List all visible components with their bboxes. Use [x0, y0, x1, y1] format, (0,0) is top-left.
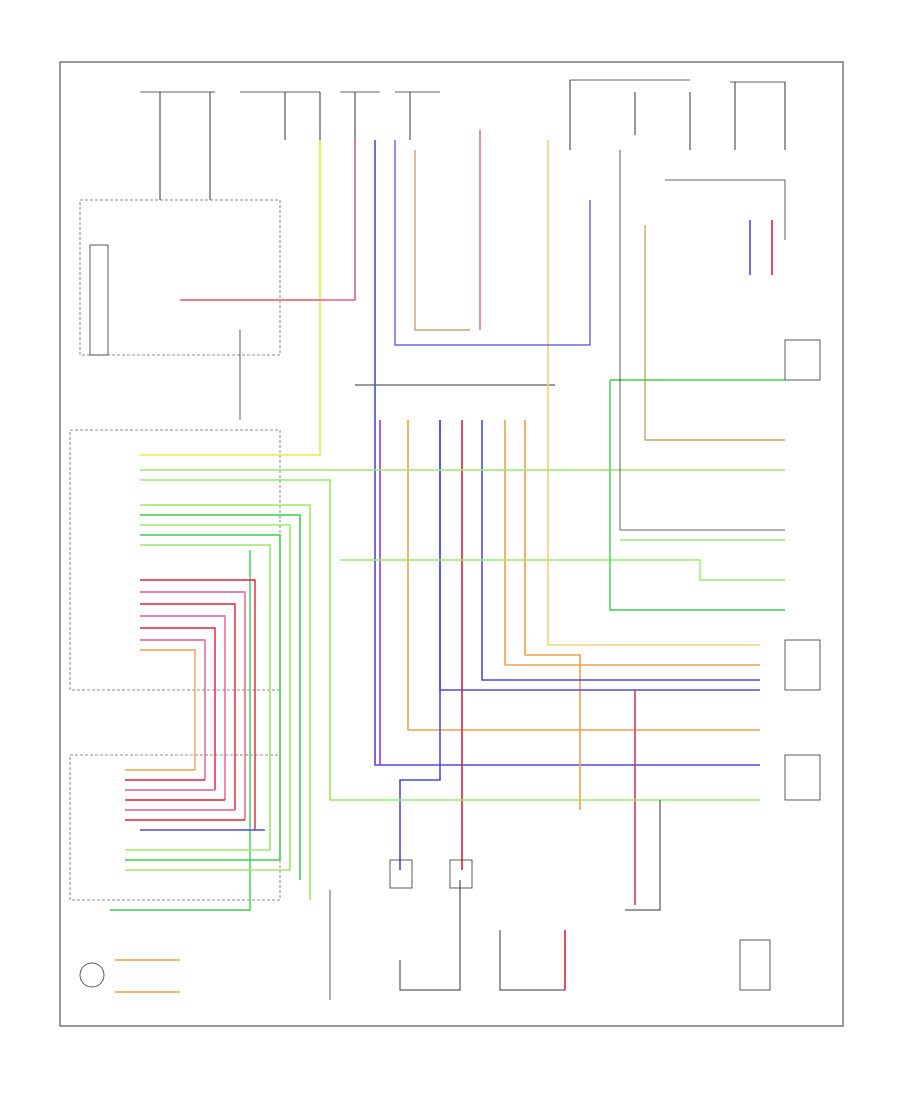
top-fuse-block-3	[340, 91, 380, 140]
wire-green-10	[609, 380, 785, 611]
right-connector-top	[784, 339, 821, 381]
washer-switch	[739, 939, 771, 991]
left-control-unit	[79, 199, 281, 356]
wire-green-12	[110, 550, 251, 911]
wire-green-3	[140, 504, 311, 900]
wire-tan-1	[547, 140, 760, 646]
wire-green-2	[140, 479, 760, 801]
lower-control-module	[69, 754, 281, 901]
diagram-frame	[59, 61, 844, 1027]
wire-green-6	[140, 534, 281, 860]
wire-orange-3	[504, 420, 760, 666]
body-control-module	[69, 429, 281, 691]
bottom-loop	[399, 880, 461, 991]
right-bus	[619, 150, 785, 531]
top-fuse-block-4	[395, 91, 440, 140]
wire-orange-bundle	[140, 649, 196, 770]
wire-pink-bundle-3	[140, 639, 206, 780]
bottom-loop-2	[499, 930, 565, 991]
wire-yellow-1	[180, 140, 321, 301]
front-wiper-motor	[389, 859, 413, 889]
wire-pink-top	[180, 140, 356, 301]
wire-blue-bottom	[399, 420, 441, 870]
wire-red-bundle-1	[140, 579, 256, 830]
washer-wire	[625, 800, 661, 911]
top-fuse-block-6	[730, 81, 786, 150]
wire-pink-bundle-1	[140, 591, 246, 820]
ground-symbol-left	[79, 962, 105, 988]
wire-green-4	[140, 514, 301, 880]
right-connector-mid	[784, 639, 821, 691]
right-connector-low	[784, 754, 821, 801]
wire-blue-2	[439, 420, 760, 691]
wire-orange-1	[407, 420, 760, 731]
wire-orange-2	[524, 420, 581, 810]
wire-yellow-2	[140, 140, 321, 456]
top-fuse-block-2	[240, 91, 321, 140]
wire-green-7	[140, 544, 271, 850]
wire-green-8	[340, 559, 785, 581]
top-fuse-block-1	[140, 91, 215, 200]
wire-blue-long	[374, 140, 760, 766]
wire-pink-bundle-2	[140, 615, 226, 800]
wire-tan-2	[414, 150, 470, 331]
wire-blue-top-loop	[394, 140, 591, 346]
top-fuse-block-5	[569, 79, 691, 150]
wire-tan-right	[644, 225, 785, 441]
rear-wiper-motor	[449, 859, 473, 889]
wire-green-5	[140, 524, 291, 870]
right-bus-2	[665, 179, 786, 240]
left-control-connector	[89, 244, 109, 356]
wire-red-bundle-2	[140, 603, 236, 810]
wire-red-bundle-3	[140, 627, 216, 790]
wire-blue-3	[481, 420, 760, 681]
